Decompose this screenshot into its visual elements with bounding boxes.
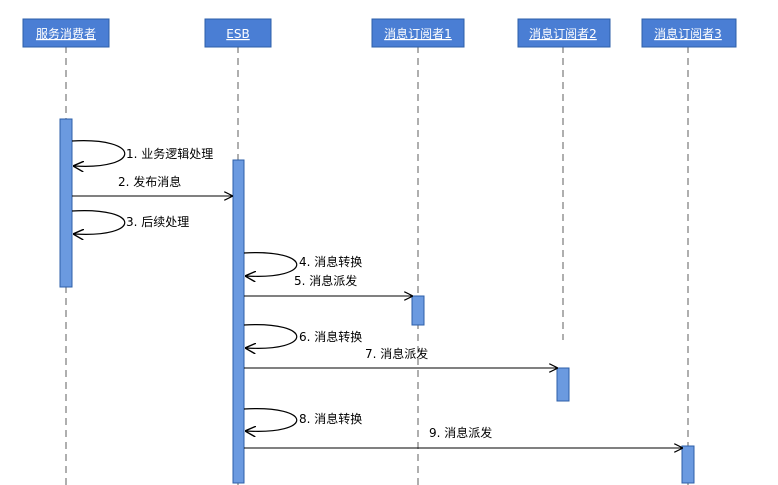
actor-label: 消息订阅者2 <box>529 26 597 41</box>
message-5: 5. 消息派发 <box>244 273 412 296</box>
message-4: 4. 消息转换 <box>243 252 362 277</box>
self-call-arrow <box>243 408 298 432</box>
actor-sub3[interactable]: 消息订阅者3 <box>641 18 737 48</box>
message-label: 7. 消息派发 <box>365 346 428 361</box>
message-2: 2. 发布消息 <box>72 174 232 196</box>
message-6: 6. 消息转换 <box>243 324 362 349</box>
message-8: 8. 消息转换 <box>243 408 362 432</box>
actor-esb[interactable]: ESB <box>204 18 272 48</box>
self-call-arrow <box>243 252 298 277</box>
message-label: 5. 消息派发 <box>294 273 357 288</box>
self-call-arrow <box>243 324 298 349</box>
message-label: 3. 后续处理 <box>126 215 189 229</box>
actor-box <box>641 18 737 48</box>
actor-consumer[interactable]: 服务消费者 <box>22 18 110 48</box>
message-label: 8. 消息转换 <box>299 411 362 426</box>
message-label: 9. 消息派发 <box>429 425 492 440</box>
activation-consumer <box>59 118 73 288</box>
message-7: 7. 消息派发 <box>244 346 557 368</box>
actor-label: ESB <box>226 27 249 41</box>
activation-sub2 <box>556 367 570 402</box>
message-1: 1. 业务逻辑处理 <box>71 140 213 167</box>
message-label: 4. 消息转换 <box>299 254 362 269</box>
message-label: 2. 发布消息 <box>118 174 181 189</box>
message-label: 1. 业务逻辑处理 <box>126 146 213 161</box>
message-3: 3. 后续处理 <box>71 210 189 235</box>
actor-box <box>22 18 110 48</box>
activation-sub1 <box>411 295 425 326</box>
message-9: 9. 消息派发 <box>244 425 682 448</box>
self-call-arrow <box>71 140 126 167</box>
actor-box <box>517 18 611 48</box>
actor-label: 消息订阅者3 <box>654 26 722 41</box>
activation-esb <box>232 159 245 484</box>
self-call-arrow <box>71 210 126 235</box>
actor-label: 消息订阅者1 <box>384 26 452 41</box>
actor-box <box>371 18 465 48</box>
actor-sub2[interactable]: 消息订阅者2 <box>517 18 611 48</box>
actor-label: 服务消费者 <box>36 26 96 41</box>
actor-sub1[interactable]: 消息订阅者1 <box>371 18 465 48</box>
activation-sub3 <box>681 445 695 484</box>
message-label: 6. 消息转换 <box>299 329 362 344</box>
actor-box <box>204 18 272 48</box>
